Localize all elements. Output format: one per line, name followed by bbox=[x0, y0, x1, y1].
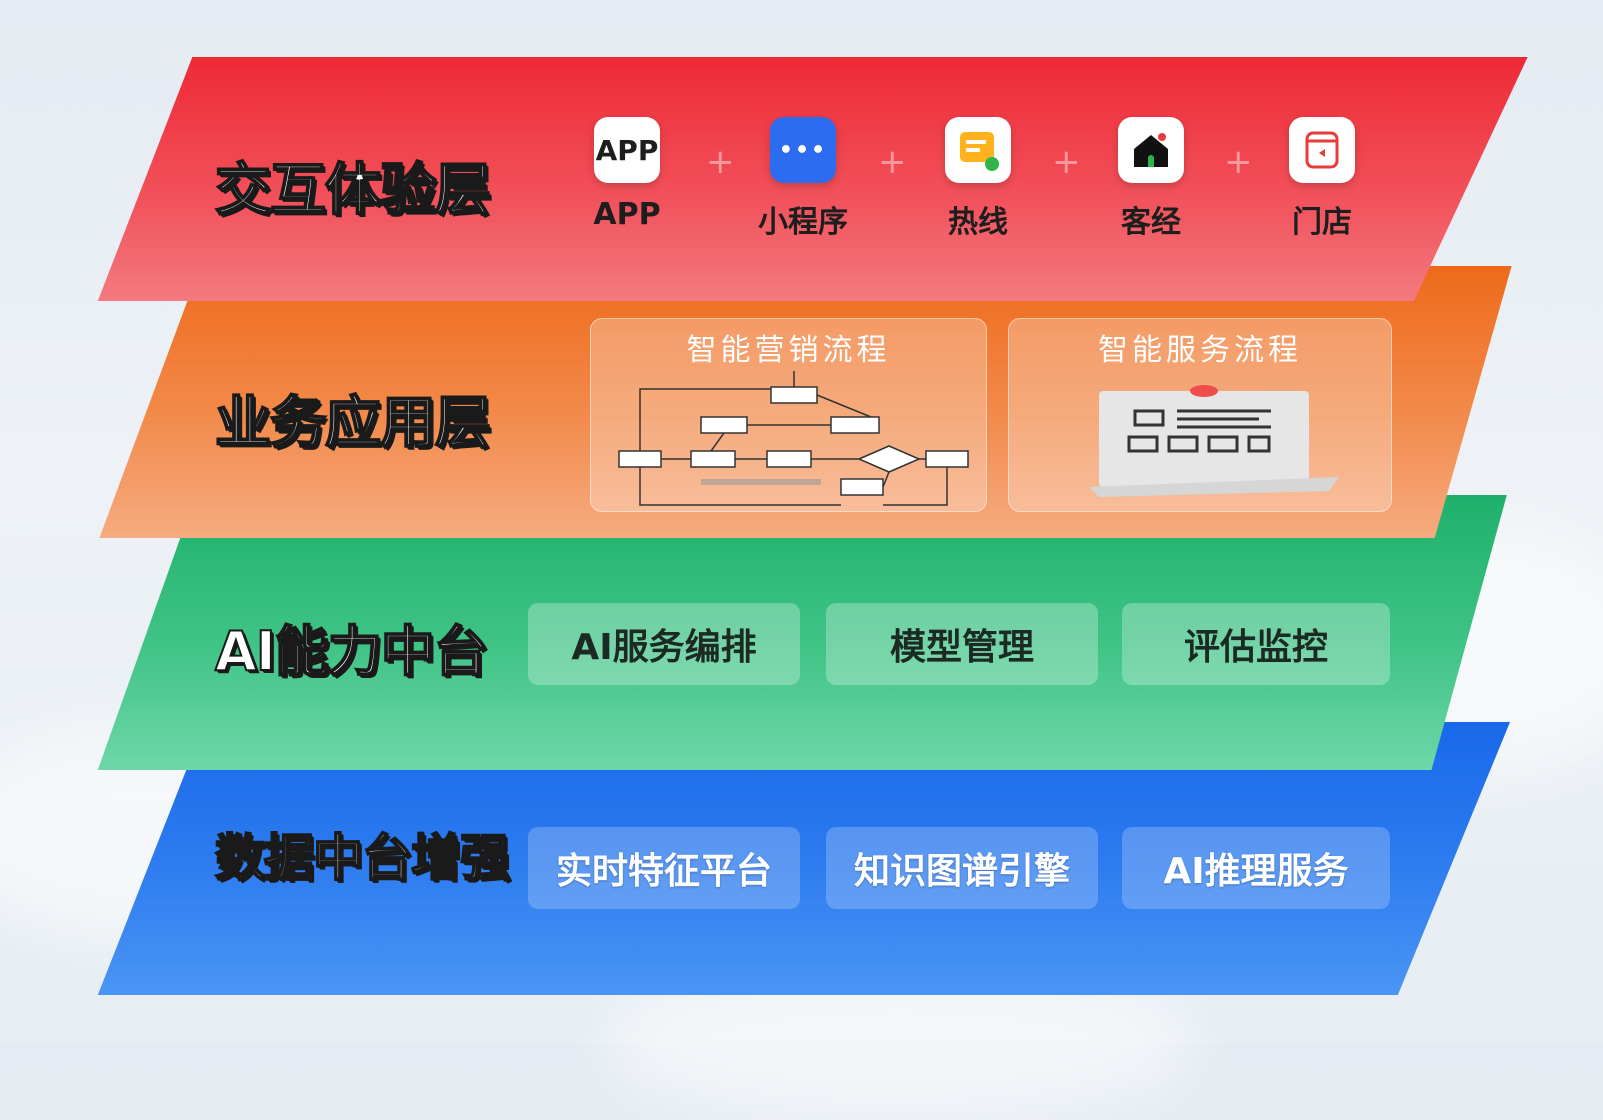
business-layer-title: 业务应用层 bbox=[214, 390, 492, 457]
service-flow-title: 智能服务流程 bbox=[1098, 333, 1302, 368]
chip-model-management[interactable]: 模型管理 bbox=[826, 603, 1098, 685]
interaction-layer: 交互体验层 APP APP + ••• 小程序 + 热线 + bbox=[0, 57, 1603, 301]
ai-layer-title: AI能力中台 bbox=[214, 619, 489, 684]
chip-ai-orchestration[interactable]: AI服务编排 bbox=[528, 603, 800, 685]
service-flow-card[interactable]: 智能服务流程 bbox=[1008, 318, 1392, 512]
channel-label: APP bbox=[593, 197, 661, 232]
channel-label: 客经 bbox=[1121, 205, 1181, 240]
ai-layer: AI能力中台 AI服务编排 模型管理 评估监控 bbox=[0, 495, 1603, 770]
house-icon bbox=[1118, 117, 1184, 183]
chip-evaluation-monitoring[interactable]: 评估监控 bbox=[1122, 603, 1390, 685]
channel-label: 热线 bbox=[948, 205, 1008, 240]
data-layer-title: 数据中台增强 bbox=[214, 828, 511, 888]
plus-icon: + bbox=[1224, 142, 1253, 182]
chip-knowledge-graph[interactable]: 知识图谱引擎 bbox=[826, 827, 1098, 909]
channel-app[interactable]: APP APP bbox=[567, 117, 687, 232]
app-icon: APP bbox=[594, 117, 660, 183]
store-icon bbox=[1289, 117, 1355, 183]
mini-program-icon: ••• bbox=[770, 117, 836, 183]
chip-ai-inference[interactable]: AI推理服务 bbox=[1122, 827, 1390, 909]
channel-label: 门店 bbox=[1292, 205, 1352, 240]
service-flow-icon bbox=[1089, 385, 1339, 497]
plus-icon: + bbox=[878, 142, 907, 182]
flowchart-icon bbox=[618, 371, 969, 506]
channel-store[interactable]: 门店 bbox=[1262, 117, 1382, 241]
marketing-flow-card[interactable]: 智能营销流程 bbox=[590, 318, 987, 512]
channel-customer-manager[interactable]: 客经 bbox=[1091, 117, 1211, 241]
channel-hotline[interactable]: 热线 bbox=[918, 117, 1038, 241]
channel-mini-program[interactable]: ••• 小程序 bbox=[743, 117, 863, 241]
hotline-icon bbox=[945, 117, 1011, 183]
business-layer: 业务应用层 智能营销流程 bbox=[0, 266, 1603, 538]
interaction-layer-title: 交互体验层 bbox=[214, 157, 492, 224]
plus-icon: + bbox=[1052, 142, 1081, 182]
marketing-flow-title: 智能营销流程 bbox=[686, 333, 891, 368]
channel-label: 小程序 bbox=[758, 205, 848, 240]
chip-realtime-feature[interactable]: 实时特征平台 bbox=[528, 827, 800, 909]
ai-layer-slab bbox=[97, 495, 1507, 770]
plus-icon: + bbox=[706, 142, 735, 182]
